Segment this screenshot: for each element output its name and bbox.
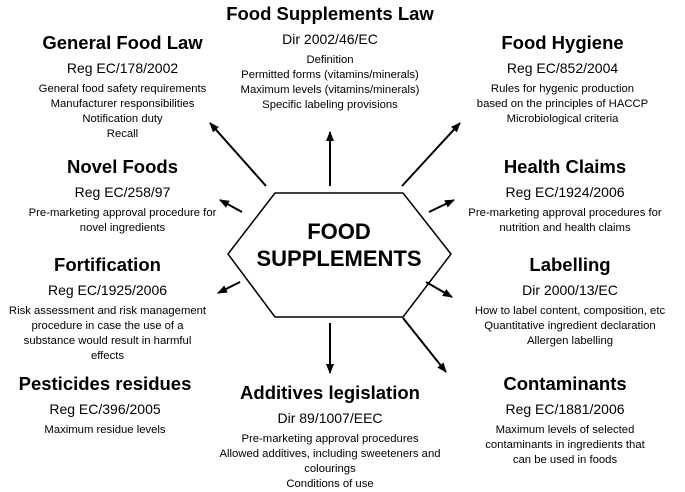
detail-line: Specific labeling provisions [262,99,398,111]
detail-line: Conditions of use [286,478,374,490]
detail-line: Maximum levels (vitamins/minerals) [240,84,420,96]
detail-line: Permitted forms (vitamins/minerals) [241,69,419,81]
block-title: Health Claims [503,156,627,177]
arrow-to-food-hygiene [401,122,461,187]
block-novel-foods: Novel Foods Reg EC/258/97 Pre-marketing … [5,156,240,236]
block-regulation: Reg EC/178/2002 [66,60,179,76]
detail-line: Risk assessment and risk management [8,305,207,317]
block-regulation: Dir 89/1007/EEC [277,410,383,426]
detail-line: Microbiological criteria [506,113,619,125]
detail-line: Notification duty [82,113,163,125]
block-title: Fortification [54,254,161,275]
block-regulation: Reg EC/1925/2006 [47,282,168,298]
arrow-to-general-food-law [209,122,267,187]
detail-line: can be used in foods [512,454,618,466]
block-regulation: Dir 2002/46/EC [282,31,378,47]
block-title: Additives legislation [240,382,420,403]
center-label-line: SUPPLEMENTS [256,246,422,271]
detail-line: Allergen labelling [526,335,614,347]
block-regulation: Reg EC/1924/2006 [505,184,625,200]
block-food-supplements-law: Food Supplements Law Dir 2002/46/EC Defi… [205,3,455,113]
detail-line: Pre-marketing approval procedures [241,433,419,445]
detail-line: Rules for hygenic production [490,83,635,95]
detail-line: novel ingredients [79,222,166,234]
block-pesticides-residues: Pesticides residues Reg EC/396/2005 Maxi… [5,373,205,438]
arrow-to-contaminants [402,317,447,373]
block-contaminants: Contaminants Reg EC/1881/2006 Maximum le… [455,373,675,468]
block-title: Food Supplements Law [226,3,434,24]
arrow-to-novel-foods [219,199,243,213]
detail-line: Pre-marketing approval procedure for [28,207,217,219]
detail-line: Maximum residue levels [44,424,166,436]
block-details: Maximum levels of selected contaminants … [455,423,675,468]
block-details: Definition Permitted forms (vitamins/min… [205,53,455,113]
detail-line: Pre-marketing approval procedures for [468,207,662,219]
block-details: General food safety requirements Manufac… [10,82,235,142]
center-label-line: FOOD [307,219,371,244]
block-title: Pesticides residues [18,373,192,394]
block-regulation: Reg EC/396/2005 [49,401,161,417]
detail-line: Quantitative ingredient declaration [484,320,656,332]
block-title: Novel Foods [66,156,178,177]
detail-line: nutrition and health claims [499,222,631,234]
block-regulation: Reg EC/258/97 [74,184,171,200]
detail-line: Definition [306,54,354,66]
detail-line: General food safety requirements [38,83,207,95]
block-details: Pre-marketing approval procedure for nov… [5,206,240,236]
detail-line: substance would result in harmful [23,335,192,347]
arrow-to-fortification [217,281,241,294]
center-hexagon [227,192,452,318]
block-regulation: Reg EC/852/2004 [506,60,619,76]
block-title: General Food Law [42,32,203,53]
arrow-to-labelling [425,281,453,298]
block-additives-legislation: Additives legislation Dir 89/1007/EEC Pr… [205,382,455,492]
block-title: Labelling [529,254,611,275]
block-regulation: Dir 2000/13/EC [522,282,618,298]
detail-line: procedure in case the use of a [31,320,184,332]
block-health-claims: Health Claims Reg EC/1924/2006 Pre-marke… [450,156,680,236]
detail-line: Manufacturer responsibilities [50,98,195,110]
detail-line: Allowed additives, including sweeteners … [219,448,441,460]
detail-line: effects [90,350,125,362]
block-details: Rules for hygenic production based on th… [450,82,675,127]
detail-line: colourings [304,463,356,475]
arrow-to-health-claims [428,199,455,213]
detail-line: Recall [106,128,139,140]
block-details: Risk assessment and risk management proc… [0,304,215,364]
detail-line: contaminants in ingredients that [485,439,645,451]
block-fortification: Fortification Reg EC/1925/2006 Risk asse… [0,254,215,364]
detail-line: Maximum levels of selected [495,424,635,436]
block-general-food-law: General Food Law Reg EC/178/2002 General… [10,32,235,142]
center-label: FOOD SUPPLEMENTS [234,218,444,272]
block-details: Pre-marketing approval procedures Allowe… [205,432,455,492]
block-title: Contaminants [503,373,627,394]
block-food-hygiene: Food Hygiene Reg EC/852/2004 Rules for h… [450,32,675,127]
block-details: Maximum residue levels [5,423,205,438]
block-regulation: Reg EC/1881/2006 [505,401,625,417]
block-details: Pre-marketing approval procedures for nu… [450,206,680,236]
block-labelling: Labelling Dir 2000/13/EC How to label co… [460,254,680,349]
block-title: Food Hygiene [501,32,624,53]
detail-line: based on the principles of HACCP [476,98,649,110]
detail-line: How to label content, composition, etc [474,305,666,317]
block-details: How to label content, composition, etc Q… [460,304,680,349]
